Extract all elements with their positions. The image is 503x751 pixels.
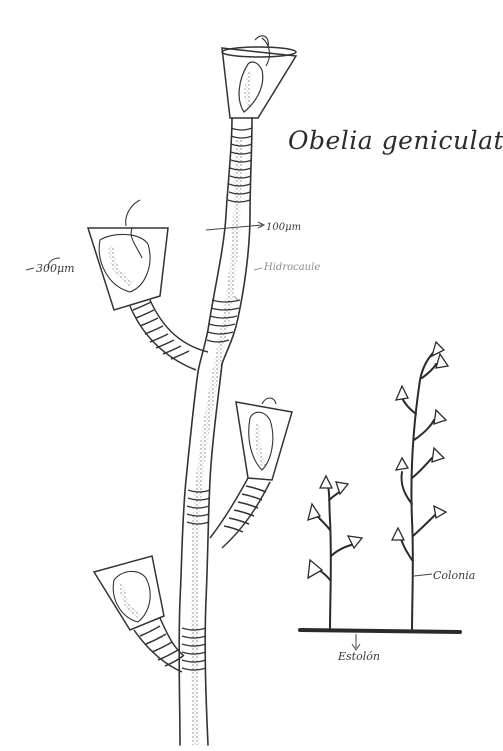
hydrocaulus-label: Hidrocaule [264,262,320,273]
colony-hydrothecae [308,342,448,578]
stolon-label: Estolón [338,650,380,663]
coenosarc [195,140,240,745]
hydrotheca-left-upper [88,200,208,370]
stolon [300,630,460,632]
colony-label: Colonia [433,569,475,582]
colony-diagram [300,352,460,632]
hydrotheca-scale-label: 300μm [36,262,75,275]
hydrotheca-right-middle [210,398,292,548]
hydrotheca-left-lower [94,556,184,672]
hydrotheca-top [222,36,296,118]
figure-title: Obelia geniculata [288,126,503,155]
width-scale-label: 100μm [266,222,301,233]
colony-pointers [352,574,432,650]
